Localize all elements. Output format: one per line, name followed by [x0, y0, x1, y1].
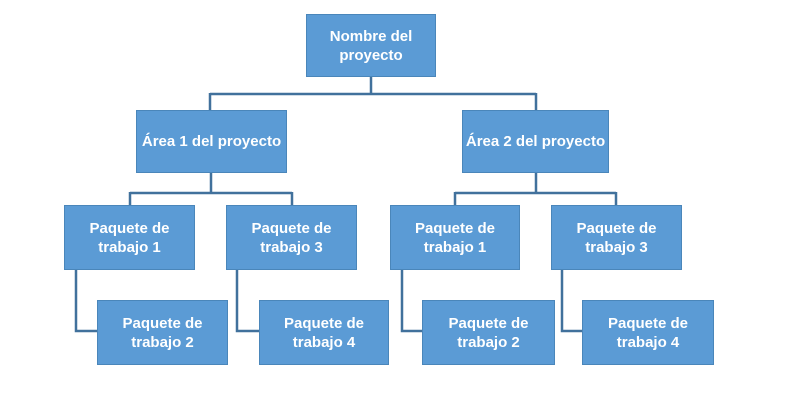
node-left-paquete-trabajo-4: Paquete de trabajo 4	[259, 300, 389, 365]
node-label-line: Paquete de	[576, 219, 657, 237]
node-label-line: trabajo 4	[292, 333, 356, 351]
node-label-line: trabajo 2	[131, 333, 194, 351]
node-label-line: Paquete de	[89, 219, 170, 237]
node-right-paquete-trabajo-1: Paquete de trabajo 1	[390, 205, 520, 270]
node-right-paquete-trabajo-2: Paquete de trabajo 2	[422, 300, 555, 365]
node-label-line: Paquete de	[283, 314, 365, 332]
node-left-paquete-trabajo-2: Paquete de trabajo 2	[97, 300, 228, 365]
connector-root-to-areas	[208, 77, 538, 110]
node-label-line: proyecto	[339, 46, 403, 64]
node-label-line: trabajo 3	[260, 238, 323, 256]
node-label-line: trabajo 3	[585, 238, 648, 256]
node-label-line: trabajo 2	[457, 333, 520, 351]
connector-elbow-r-pkg1-to-pkg2	[400, 270, 422, 333]
node-area-2-del-proyecto: Área 2 del proyecto	[462, 110, 609, 173]
node-right-paquete-trabajo-3: Paquete de trabajo 3	[551, 205, 682, 270]
connector-elbow-l-pkg3-to-pkg4	[235, 270, 259, 333]
node-label-line: trabajo 1	[98, 238, 161, 256]
node-label-line: Paquete de	[251, 219, 332, 237]
node-left-paquete-trabajo-1: Paquete de trabajo 1	[64, 205, 195, 270]
node-label-line: Paquete de	[414, 219, 496, 237]
node-label-line: Paquete de	[122, 314, 203, 332]
node-area-1-del-proyecto: Área 1 del proyecto	[136, 110, 287, 173]
connector-elbow-r-pkg3-to-pkg4	[560, 270, 582, 333]
node-right-paquete-trabajo-4: Paquete de trabajo 4	[582, 300, 714, 365]
connector-area2-to-packages	[453, 173, 618, 205]
node-label-line: trabajo 4	[616, 333, 680, 351]
node-label-line: Área 2 del proyecto	[465, 133, 606, 150]
node-label-line: Paquete de	[607, 314, 689, 332]
node-label-line: trabajo 1	[423, 238, 487, 256]
node-label-line: Nombre del	[329, 27, 413, 45]
connector-area1-to-packages	[128, 173, 294, 205]
connector-elbow-l-pkg1-to-pkg2	[74, 270, 97, 333]
node-label-line: Paquete de	[448, 314, 529, 332]
node-nombre-del-proyecto: Nombre del proyecto	[306, 14, 436, 77]
node-label-line: Área 1 del proyecto	[141, 133, 282, 150]
node-left-paquete-trabajo-3: Paquete de trabajo 3	[226, 205, 357, 270]
